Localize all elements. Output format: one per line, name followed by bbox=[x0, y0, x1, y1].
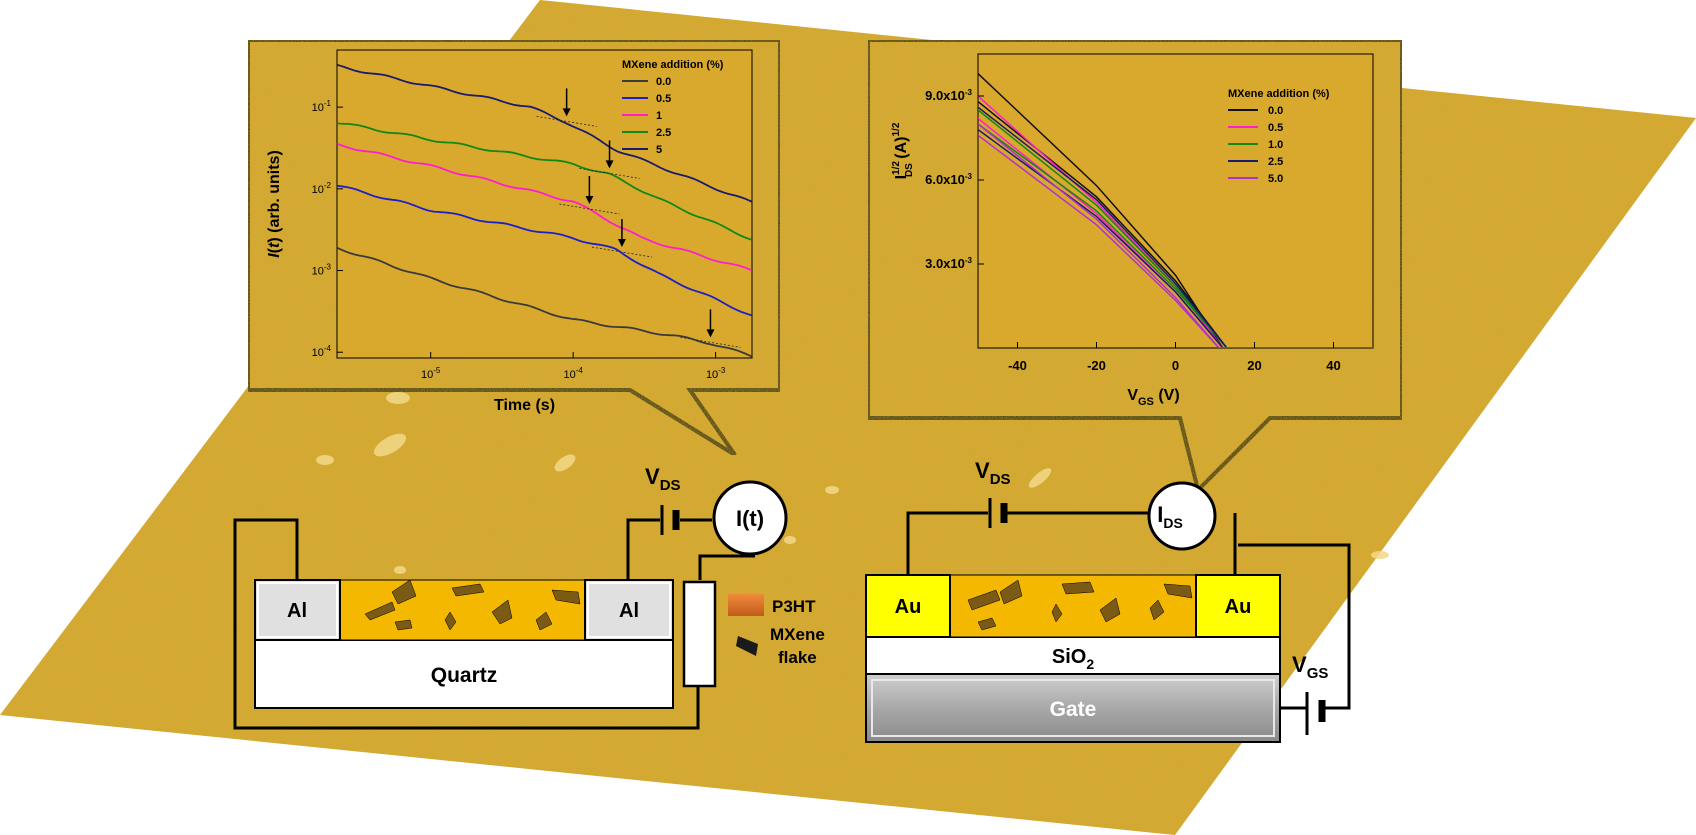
right-current-meter bbox=[1147, 481, 1217, 551]
right-legend-label-5.0: 5.0 bbox=[1268, 173, 1283, 185]
right-x-tick-label: 0 bbox=[1172, 358, 1179, 373]
left-y-tick-label: 10-3 bbox=[312, 263, 332, 278]
left-plot-area bbox=[336, 49, 753, 359]
right-series-line-0.0-forward bbox=[978, 73, 1373, 348]
left-series-line-5 bbox=[337, 63, 752, 203]
left-electrode-al-2 bbox=[584, 579, 674, 641]
left-y-tick-label: 10-4 bbox=[312, 344, 332, 359]
left-legend-label-1: 1 bbox=[656, 110, 662, 122]
left-x-tick-label: 10-5 bbox=[421, 366, 441, 381]
right-y-tick-label: 9.0x10-3 bbox=[925, 88, 972, 103]
left-electrode-al-2-label: Al bbox=[619, 600, 639, 622]
p3ht-label: P3HT bbox=[772, 597, 816, 616]
sio2-label: SiO2 bbox=[1052, 646, 1094, 672]
right-series-line-1.0-reverse bbox=[978, 123, 1373, 348]
right-electrode-au-1 bbox=[865, 574, 951, 638]
left-electrode-al-1 bbox=[254, 579, 341, 641]
left-x-axis-label: Time (s) bbox=[494, 397, 555, 414]
right-series-line-2.5-forward bbox=[978, 106, 1373, 348]
right-x-tick-label: 20 bbox=[1247, 358, 1261, 373]
right-electrode-au-1-label: Au bbox=[895, 596, 922, 618]
right-x-tick-label: -20 bbox=[1087, 358, 1106, 373]
left-current-meter bbox=[712, 480, 788, 556]
right-circuit-wires bbox=[906, 511, 1351, 710]
right-legend-label-2.5: 2.5 bbox=[1268, 156, 1283, 168]
left-kink-arrow-head-5 bbox=[562, 108, 571, 117]
p3ht-swatch bbox=[728, 594, 764, 616]
right-vds-label: VDS bbox=[975, 458, 1011, 488]
right-series-line-5.0-reverse bbox=[978, 134, 1373, 348]
right-x-tick-label: -40 bbox=[1008, 358, 1027, 373]
left-legend-label-2.5: 2.5 bbox=[656, 127, 671, 139]
left-load-resistor bbox=[682, 580, 717, 688]
right-electrode-au-2 bbox=[1195, 574, 1281, 638]
mxene-label-line2: flake bbox=[778, 648, 817, 667]
right-x-axis-label: VGS (V) bbox=[1127, 387, 1179, 408]
right-vgs-battery bbox=[1305, 692, 1326, 735]
right-vgs-label: VGS bbox=[1292, 652, 1328, 682]
left-y-axis-label: I(t) (arb. units) bbox=[266, 150, 283, 258]
right-x-tick-label: 40 bbox=[1326, 358, 1340, 373]
left-legend-label-0.0: 0.0 bbox=[656, 76, 671, 88]
right-legend-label-1.0: 1.0 bbox=[1268, 139, 1283, 151]
left-series-line-1 bbox=[337, 142, 752, 272]
right-meter-label: IDS bbox=[1157, 502, 1183, 531]
left-legend-label-0.5: 0.5 bbox=[656, 93, 671, 105]
left-circuit-wires bbox=[233, 518, 755, 730]
right-electrode-au-2-label: Au bbox=[1225, 596, 1252, 618]
gate-electrode bbox=[865, 673, 1281, 743]
left-plot-lines bbox=[337, 63, 752, 358]
left-kink-arrow-head-0.0 bbox=[706, 329, 715, 338]
left-x-tick-label: 10-3 bbox=[706, 366, 726, 381]
mxene-label-line1: MXene bbox=[770, 625, 825, 644]
left-series-line-2.5 bbox=[337, 122, 752, 241]
right-y-tick-label: 3.0x10-3 bbox=[925, 256, 972, 271]
quartz-label: Quartz bbox=[431, 664, 498, 687]
left-vds-battery bbox=[660, 505, 680, 535]
left-series-line-0.5 bbox=[337, 184, 752, 317]
right-series-line-0.0-reverse bbox=[978, 101, 1373, 348]
left-series-line-0.0 bbox=[337, 246, 752, 358]
left-y-tick-label: 10-2 bbox=[312, 181, 332, 196]
right-series-line-1.0-forward bbox=[978, 109, 1373, 348]
right-legend-label-0.0: 0.0 bbox=[1268, 105, 1283, 117]
left-legend-title: MXene addition (%) bbox=[622, 59, 724, 71]
right-y-tick-label: 6.0x10-3 bbox=[925, 172, 972, 187]
left-meter-label: I(t) bbox=[736, 506, 764, 531]
sio2-layer bbox=[865, 636, 1281, 675]
right-legend-title: MXene addition (%) bbox=[1228, 88, 1330, 100]
left-x-tick-label: 10-4 bbox=[563, 366, 583, 381]
left-kink-arrow-head-0.5 bbox=[617, 239, 626, 248]
right-series-line-5.0-forward bbox=[978, 123, 1373, 348]
left-legend-label-5: 5 bbox=[656, 144, 662, 156]
right-plot-lines bbox=[978, 73, 1373, 348]
left-vds-label: VDS bbox=[645, 464, 681, 494]
gate-label: Gate bbox=[1050, 698, 1097, 721]
left-mxene-flakes bbox=[364, 579, 581, 631]
right-plot-area bbox=[977, 53, 1374, 349]
left-kink-arrow-head-1 bbox=[585, 196, 594, 205]
right-vds-battery bbox=[988, 498, 1008, 528]
right-legend-label-0.5: 0.5 bbox=[1268, 122, 1283, 134]
left-kink-arrow-head-2.5 bbox=[605, 160, 614, 169]
left-y-tick-label: 10-1 bbox=[312, 99, 332, 114]
left-electrode-al-1-label: Al bbox=[287, 600, 307, 622]
mxene-flake-swatch bbox=[736, 636, 758, 656]
right-mxene-flakes bbox=[967, 579, 1193, 631]
